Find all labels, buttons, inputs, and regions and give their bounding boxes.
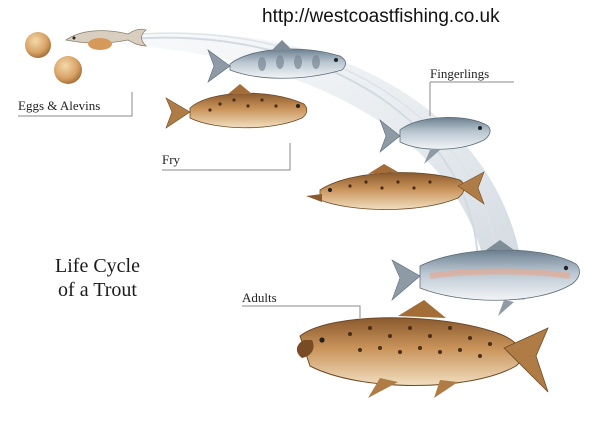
fry-brown-trout-icon xyxy=(166,84,307,128)
title-line-1: Life Cycle xyxy=(40,254,155,278)
label-eggs-alevins: Eggs & Alevins xyxy=(18,98,100,114)
title-line-2: of a Trout xyxy=(40,278,155,302)
adult-brown-trout-icon xyxy=(297,300,548,398)
alevin-icon xyxy=(66,29,146,50)
source-url: http://westcoastfishing.co.uk xyxy=(262,6,500,28)
diagram-title: Life Cycle of a Trout xyxy=(40,254,155,302)
label-fry: Fry xyxy=(162,152,180,168)
label-fingerlings: Fingerlings xyxy=(430,66,489,82)
label-adults: Adults xyxy=(242,290,277,306)
